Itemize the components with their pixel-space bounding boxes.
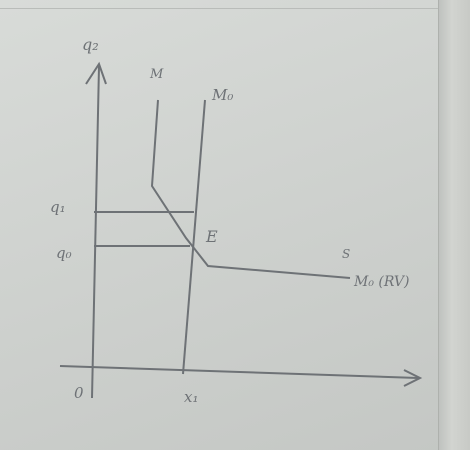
origin-label: 0 — [74, 384, 84, 402]
y-axis — [91, 65, 100, 399]
m0-right-label: M₀ (RV) — [353, 274, 409, 290]
hand-drawn-diagram: q₂ q₁ q₀ 0 x₁ M₀ M E S M₀ (RV) — [50, 35, 423, 406]
kinked-curve — [150, 99, 351, 279]
m0-top-label: M₀ — [211, 86, 233, 104]
page-edge — [438, 0, 470, 450]
equilibrium-label: E — [205, 227, 218, 246]
q1-label: q₁ — [50, 198, 66, 216]
y-axis-label: q₂ — [82, 35, 99, 54]
curve-top-label: M — [149, 67, 164, 82]
x-axis-arrow — [403, 369, 423, 387]
curve-end-label: S — [342, 247, 350, 261]
x-axis — [59, 365, 419, 379]
ruled-line — [0, 8, 440, 9]
page-edge-text — [446, 40, 464, 440]
y-axis-arrow — [85, 61, 107, 85]
x1-label: x₁ — [184, 388, 198, 406]
m0-vertical-line — [182, 99, 206, 375]
q0-label: q₀ — [56, 244, 72, 262]
